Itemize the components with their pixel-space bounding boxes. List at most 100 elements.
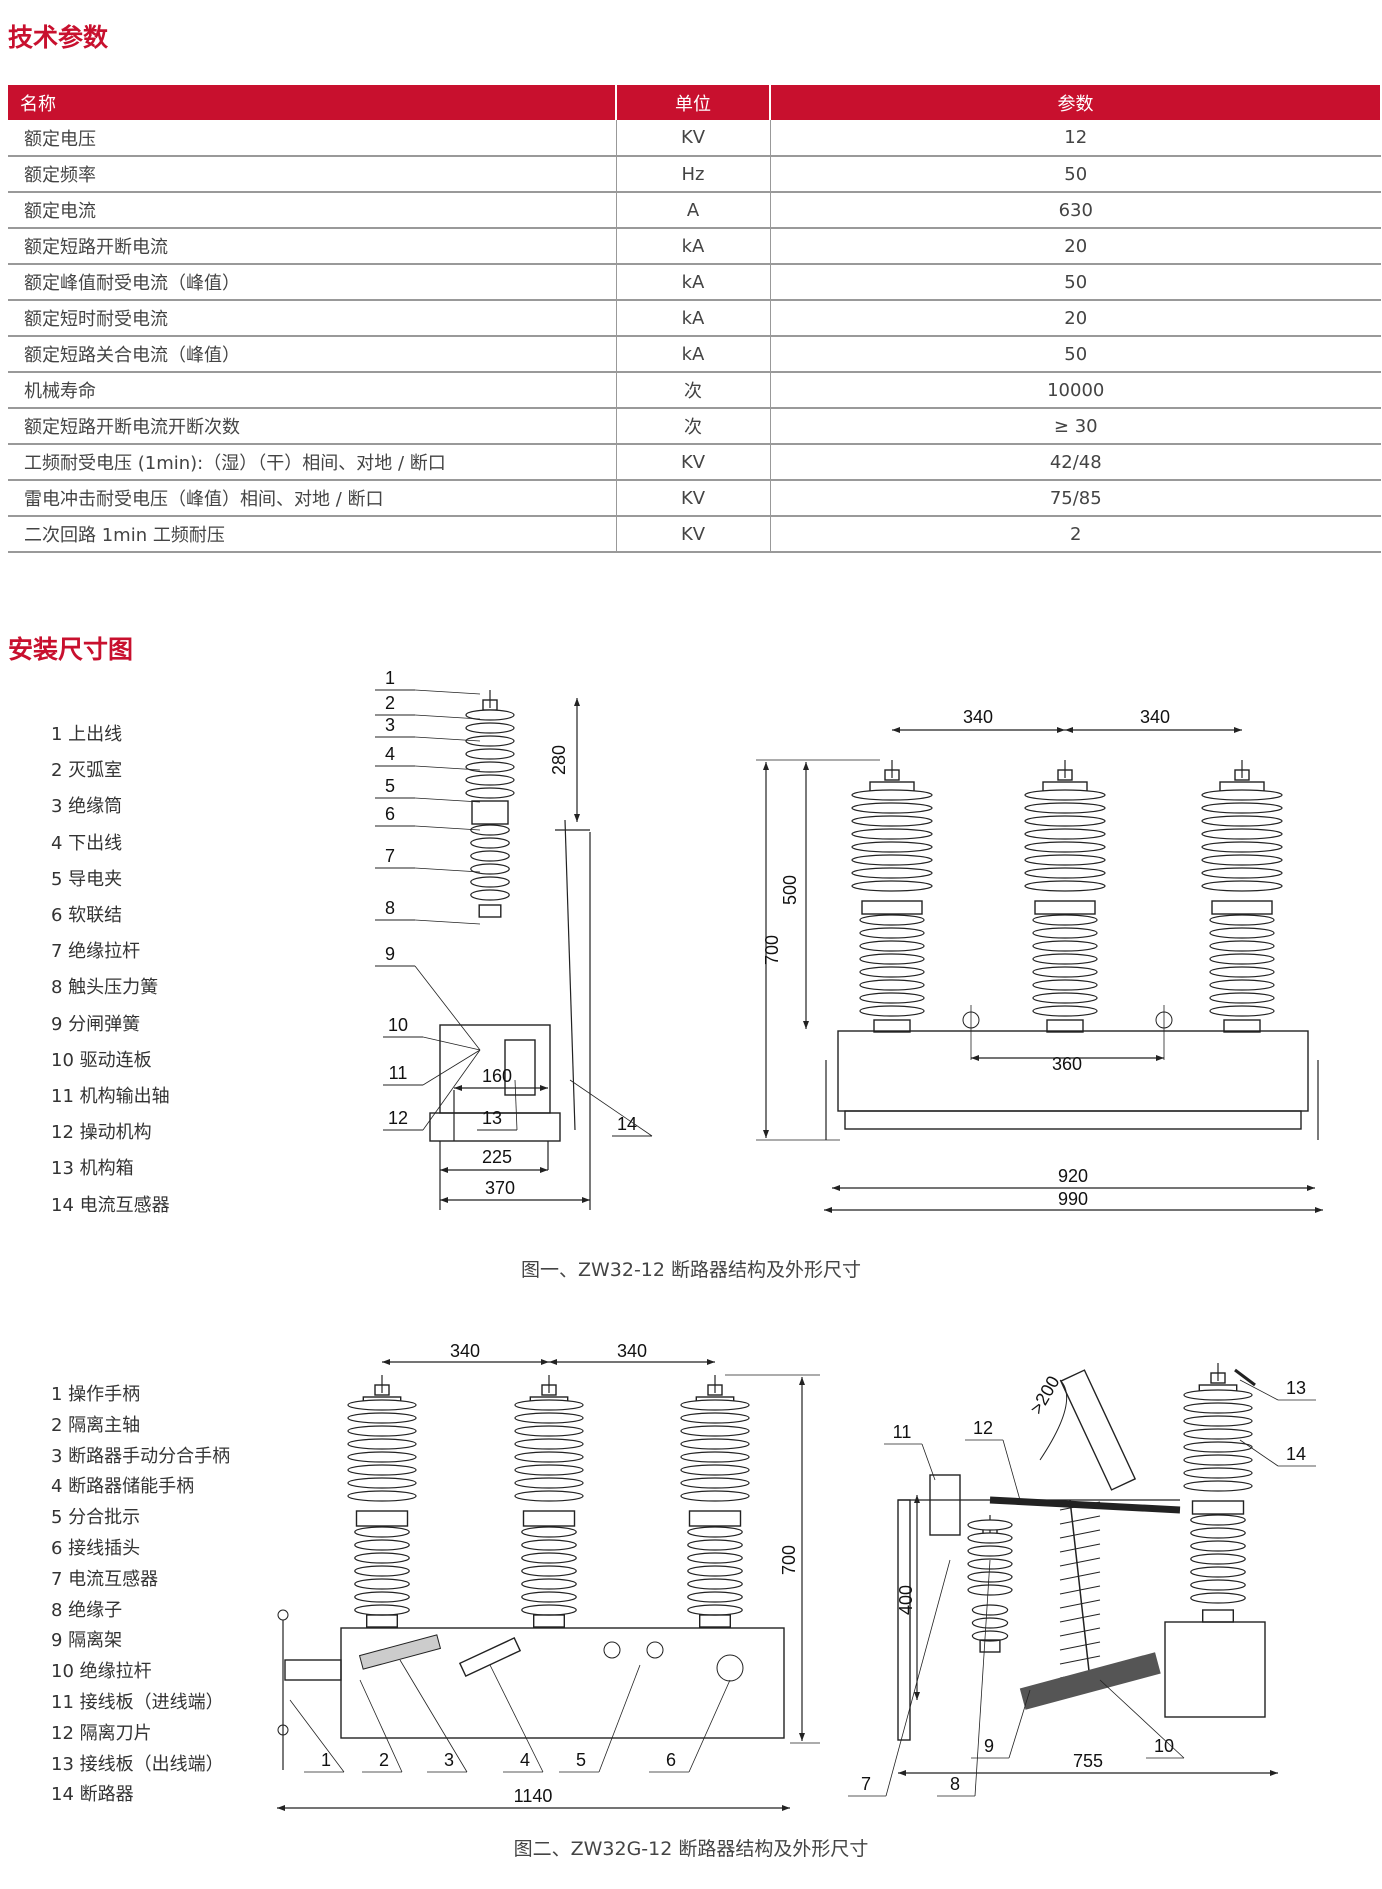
- insulator-shed: [1190, 1514, 1246, 1526]
- insulator-shed: [1201, 802, 1283, 814]
- insulator-shed: [465, 774, 515, 786]
- terminal-block: [929, 1474, 961, 1536]
- dimension-label: 920: [1058, 1166, 1088, 1186]
- legend-item: 14 断路器: [51, 1784, 134, 1806]
- insulator-shed: [1190, 1566, 1246, 1578]
- insulator-shed: [967, 1545, 1013, 1557]
- cell-name: 额定短路开断电流: [8, 228, 617, 265]
- insulator-shed: [521, 1539, 577, 1551]
- cell-name: 额定电流: [8, 192, 617, 229]
- callout-label: 7: [385, 846, 395, 866]
- dimension-label: 370: [485, 1178, 515, 1198]
- insulator-shed: [1032, 927, 1098, 939]
- insulator-shed: [1032, 966, 1098, 978]
- insulator-shed: [1024, 802, 1106, 814]
- insulator-base: [1223, 1019, 1261, 1033]
- table-row: 额定短路开断电流开断次数次≥ 30: [8, 408, 1381, 445]
- legend-item: 5 导电夹: [51, 868, 123, 890]
- insulator-shed: [347, 1477, 417, 1489]
- legend-item: 3 绝缘筒: [51, 796, 123, 818]
- dimension-label: 360: [1052, 1054, 1082, 1074]
- cell-unit: kA: [616, 264, 771, 301]
- insulator-shed: [859, 914, 925, 926]
- drawing-line: [414, 765, 481, 771]
- insulator-shed: [1209, 940, 1275, 952]
- callout-label: 6: [385, 804, 395, 824]
- insulator-shed: [971, 1630, 1009, 1642]
- base-plate: [429, 1112, 561, 1142]
- legend-item: 14 电流互感器: [51, 1194, 170, 1216]
- insulator-body: [522, 1510, 576, 1527]
- indicator: [603, 1641, 621, 1659]
- insulator-body: [355, 1510, 409, 1527]
- insulator-shed: [851, 880, 933, 892]
- insulator-shed: [1209, 953, 1275, 965]
- insulator-cap: [1234, 769, 1250, 781]
- drawing-line: [885, 1559, 951, 1797]
- callout-label: 1: [321, 1750, 331, 1770]
- insulator-shed: [1032, 1005, 1098, 1017]
- insulator-shed: [680, 1490, 750, 1502]
- insulator-body: [688, 1510, 742, 1527]
- insulator-shed: [347, 1490, 417, 1502]
- legend-item: 12 操动机构: [51, 1122, 152, 1144]
- callout-label: 6: [666, 1750, 676, 1770]
- drawing-line: [1059, 1515, 1101, 1525]
- insulator-shed: [347, 1451, 417, 1463]
- insulator-shed: [680, 1451, 750, 1463]
- insulator-shed: [465, 748, 515, 760]
- drawing-line: [489, 1664, 544, 1773]
- drawing-line: [1059, 1571, 1101, 1581]
- figure2-caption: 图二、ZW32G-12 断路器结构及外形尺寸: [513, 1838, 869, 1860]
- insulator-shed: [465, 722, 515, 734]
- drawing-line: [1059, 1585, 1101, 1595]
- callout-label: 2: [379, 1750, 389, 1770]
- legend-item: 7 电流互感器: [51, 1568, 159, 1590]
- cell-name: 工频耐受电压 (1min):（湿）（干）相间、对地 / 断口: [8, 444, 617, 481]
- callout-label: 8: [950, 1774, 960, 1794]
- insulator-shed: [1201, 867, 1283, 879]
- callout-label: 5: [576, 1750, 586, 1770]
- insulator-shed: [859, 927, 925, 939]
- insulator-shed: [1209, 966, 1275, 978]
- cell-value: ≥ 30: [770, 408, 1381, 445]
- insulator-shed: [465, 787, 515, 799]
- drawing-line: [1059, 1641, 1101, 1651]
- cell-name: 额定短路关合电流（峰值）: [8, 336, 617, 373]
- dimension-label: 700: [762, 935, 782, 965]
- frame: [897, 1499, 911, 1741]
- insulator-shed: [1209, 914, 1275, 926]
- drawing-line: [921, 1443, 936, 1481]
- insulator-shed: [465, 709, 515, 721]
- legend-item: 10 驱动连板: [51, 1049, 152, 1071]
- drawing-line: [414, 736, 481, 742]
- callout-label: 8: [385, 898, 395, 918]
- cell-unit: kA: [616, 300, 771, 337]
- insulator-shed: [347, 1425, 417, 1437]
- figure1-caption: 图一、ZW32-12 断路器结构及外形尺寸: [520, 1259, 862, 1281]
- dimension-label: 340: [1140, 707, 1170, 727]
- insulator-shed: [967, 1532, 1013, 1544]
- insulator-shed: [470, 876, 510, 888]
- insulator-shed: [1024, 880, 1106, 892]
- callout-label: 4: [385, 744, 395, 764]
- drawing-line: [414, 965, 481, 1051]
- drawing-line: [1008, 1689, 1031, 1759]
- section-title-dimensions: 安装尺寸图: [8, 635, 134, 664]
- cell-name: 额定短时耐受电流: [8, 300, 617, 337]
- insulator-shed: [347, 1464, 417, 1476]
- insulator-base: [979, 1639, 1001, 1653]
- drawing-line: [1059, 1543, 1101, 1553]
- legend-item: 2 灭弧室: [51, 760, 123, 782]
- callout-label: 3: [444, 1750, 454, 1770]
- insulator-shed: [687, 1578, 743, 1590]
- insulator-cap: [884, 769, 900, 781]
- insulator-body: [1034, 900, 1096, 915]
